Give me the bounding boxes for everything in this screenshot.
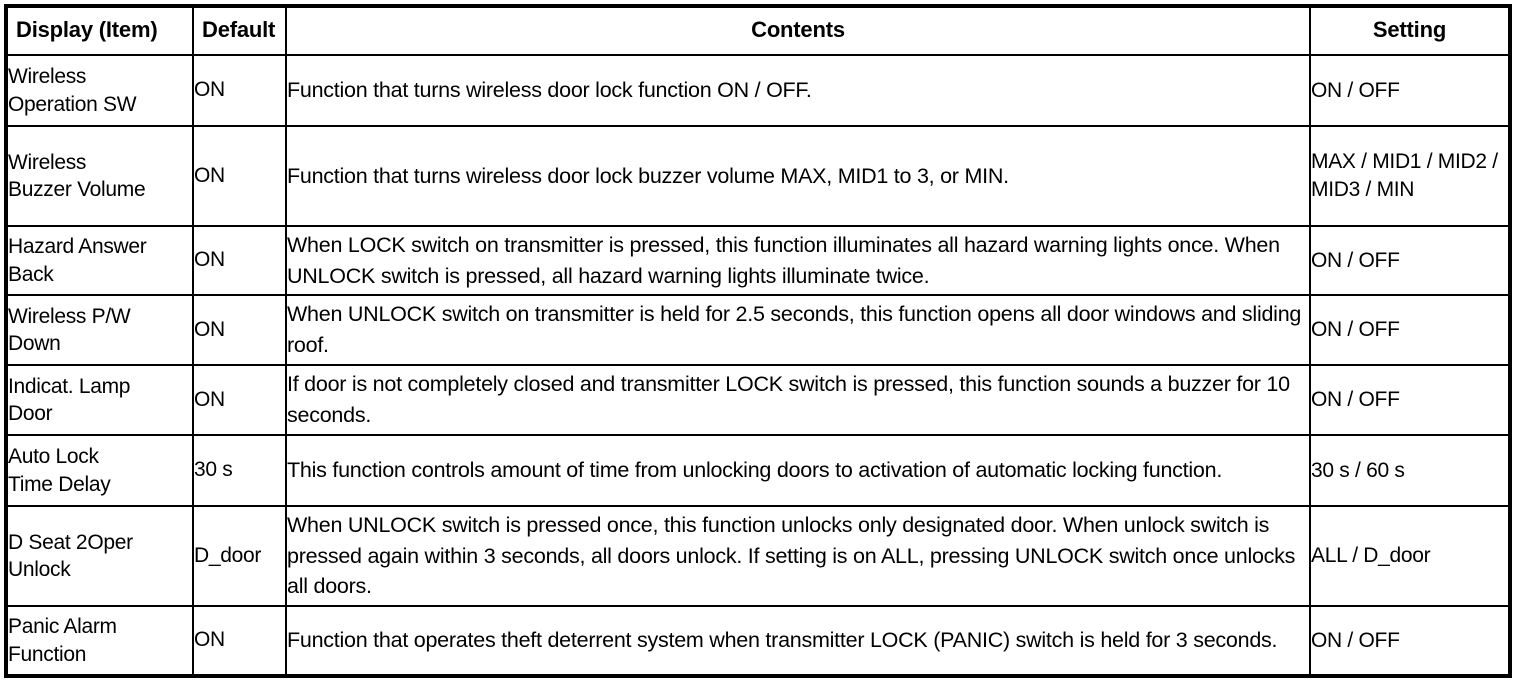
cell-setting: 30 s / 60 s [1309,434,1511,507]
item-line-1: Wireless P/W [8,304,131,328]
item-line-1: Wireless [8,150,87,174]
item-line-2: Operation SW [8,92,137,116]
table-row: Auto Lock Time Delay 30 s This function … [5,434,1511,507]
cell-display-item: Panic Alarm Function [5,605,194,677]
item-line-1: Hazard Answer [8,235,147,259]
item-line-1: Indicat. Lamp [8,374,131,398]
item-line-2: Time Delay [8,472,111,496]
item-line-2: Buzzer Volume [8,178,146,201]
cell-setting: ON / OFF [1309,605,1511,677]
cell-default: 30 s [192,434,287,507]
cell-setting: ON / OFF [1309,364,1511,436]
table-row: Indicat. Lamp Door ON If door is not com… [5,364,1511,436]
table-body: Wireless Operation SW ON Function that t… [5,54,1511,677]
table-row: Hazard Answer Back ON When LOCK switch o… [5,225,1511,296]
cell-display-item: Hazard Answer Back [5,225,194,296]
table-header-row: Display (Item) Default Contents Setting [5,5,1511,56]
cell-default: D_door [192,505,287,607]
cell-setting: ON / OFF [1309,225,1511,296]
cell-display-item: Wireless P/W Down [5,294,194,366]
settings-table: Display (Item) Default Contents Setting … [4,4,1512,678]
cell-display-item: Auto Lock Time Delay [5,434,194,507]
cell-setting: MAX / MID1 / MID2 / MID3 / MIN [1309,125,1511,227]
cell-display-item: D Seat 2Oper Unlock [5,505,194,607]
cell-display-item: Wireless Operation SW [5,54,194,127]
cell-contents: If door is not completely closed and tra… [285,364,1311,436]
cell-default: ON [192,364,287,436]
cell-setting: ON / OFF [1309,54,1511,127]
column-header-display-item: Display (Item) [5,5,194,56]
item-line-1: Panic Alarm [8,615,117,639]
item-line-2: Door [8,402,53,425]
item-line-2: Function [8,642,87,666]
cell-display-item: Wireless Buzzer Volume [5,125,194,227]
cell-contents: This function controls amount of time fr… [285,434,1311,507]
table-header: Display (Item) Default Contents Setting [5,5,1511,56]
cell-contents: Function that turns wireless door lock f… [285,54,1311,127]
cell-default: ON [192,125,287,227]
table-row: Wireless Buzzer Volume ON Function that … [5,125,1511,227]
item-line-2: Unlock [8,558,71,581]
cell-contents: When UNLOCK switch is pressed once, this… [285,505,1311,607]
cell-contents: Function that operates theft deterrent s… [285,605,1311,677]
cell-setting: ALL / D_door [1309,505,1511,607]
item-line-1: Wireless [8,65,87,89]
cell-contents: When UNLOCK switch on transmitter is hel… [285,294,1311,366]
cell-default: ON [192,54,287,127]
cell-default: ON [192,294,287,366]
cell-default: ON [192,225,287,296]
cell-contents: Function that turns wireless door lock b… [285,125,1311,227]
item-line-2: Down [8,332,61,355]
cell-contents: When LOCK switch on transmitter is press… [285,225,1311,296]
item-line-1: D Seat 2Oper [8,530,133,554]
table-row: Wireless Operation SW ON Function that t… [5,54,1511,127]
item-line-2: Back [8,262,54,286]
cell-display-item: Indicat. Lamp Door [5,364,194,436]
column-header-contents: Contents [285,5,1311,56]
column-header-default: Default [192,5,287,56]
cell-setting: ON / OFF [1309,294,1511,366]
table-row: D Seat 2Oper Unlock D_door When UNLOCK s… [5,505,1511,607]
table-row: Panic Alarm Function ON Function that op… [5,605,1511,677]
item-line-1: Auto Lock [8,445,99,469]
table-row: Wireless P/W Down ON When UNLOCK switch … [5,294,1511,366]
cell-default: ON [192,605,287,677]
column-header-setting: Setting [1309,5,1511,56]
